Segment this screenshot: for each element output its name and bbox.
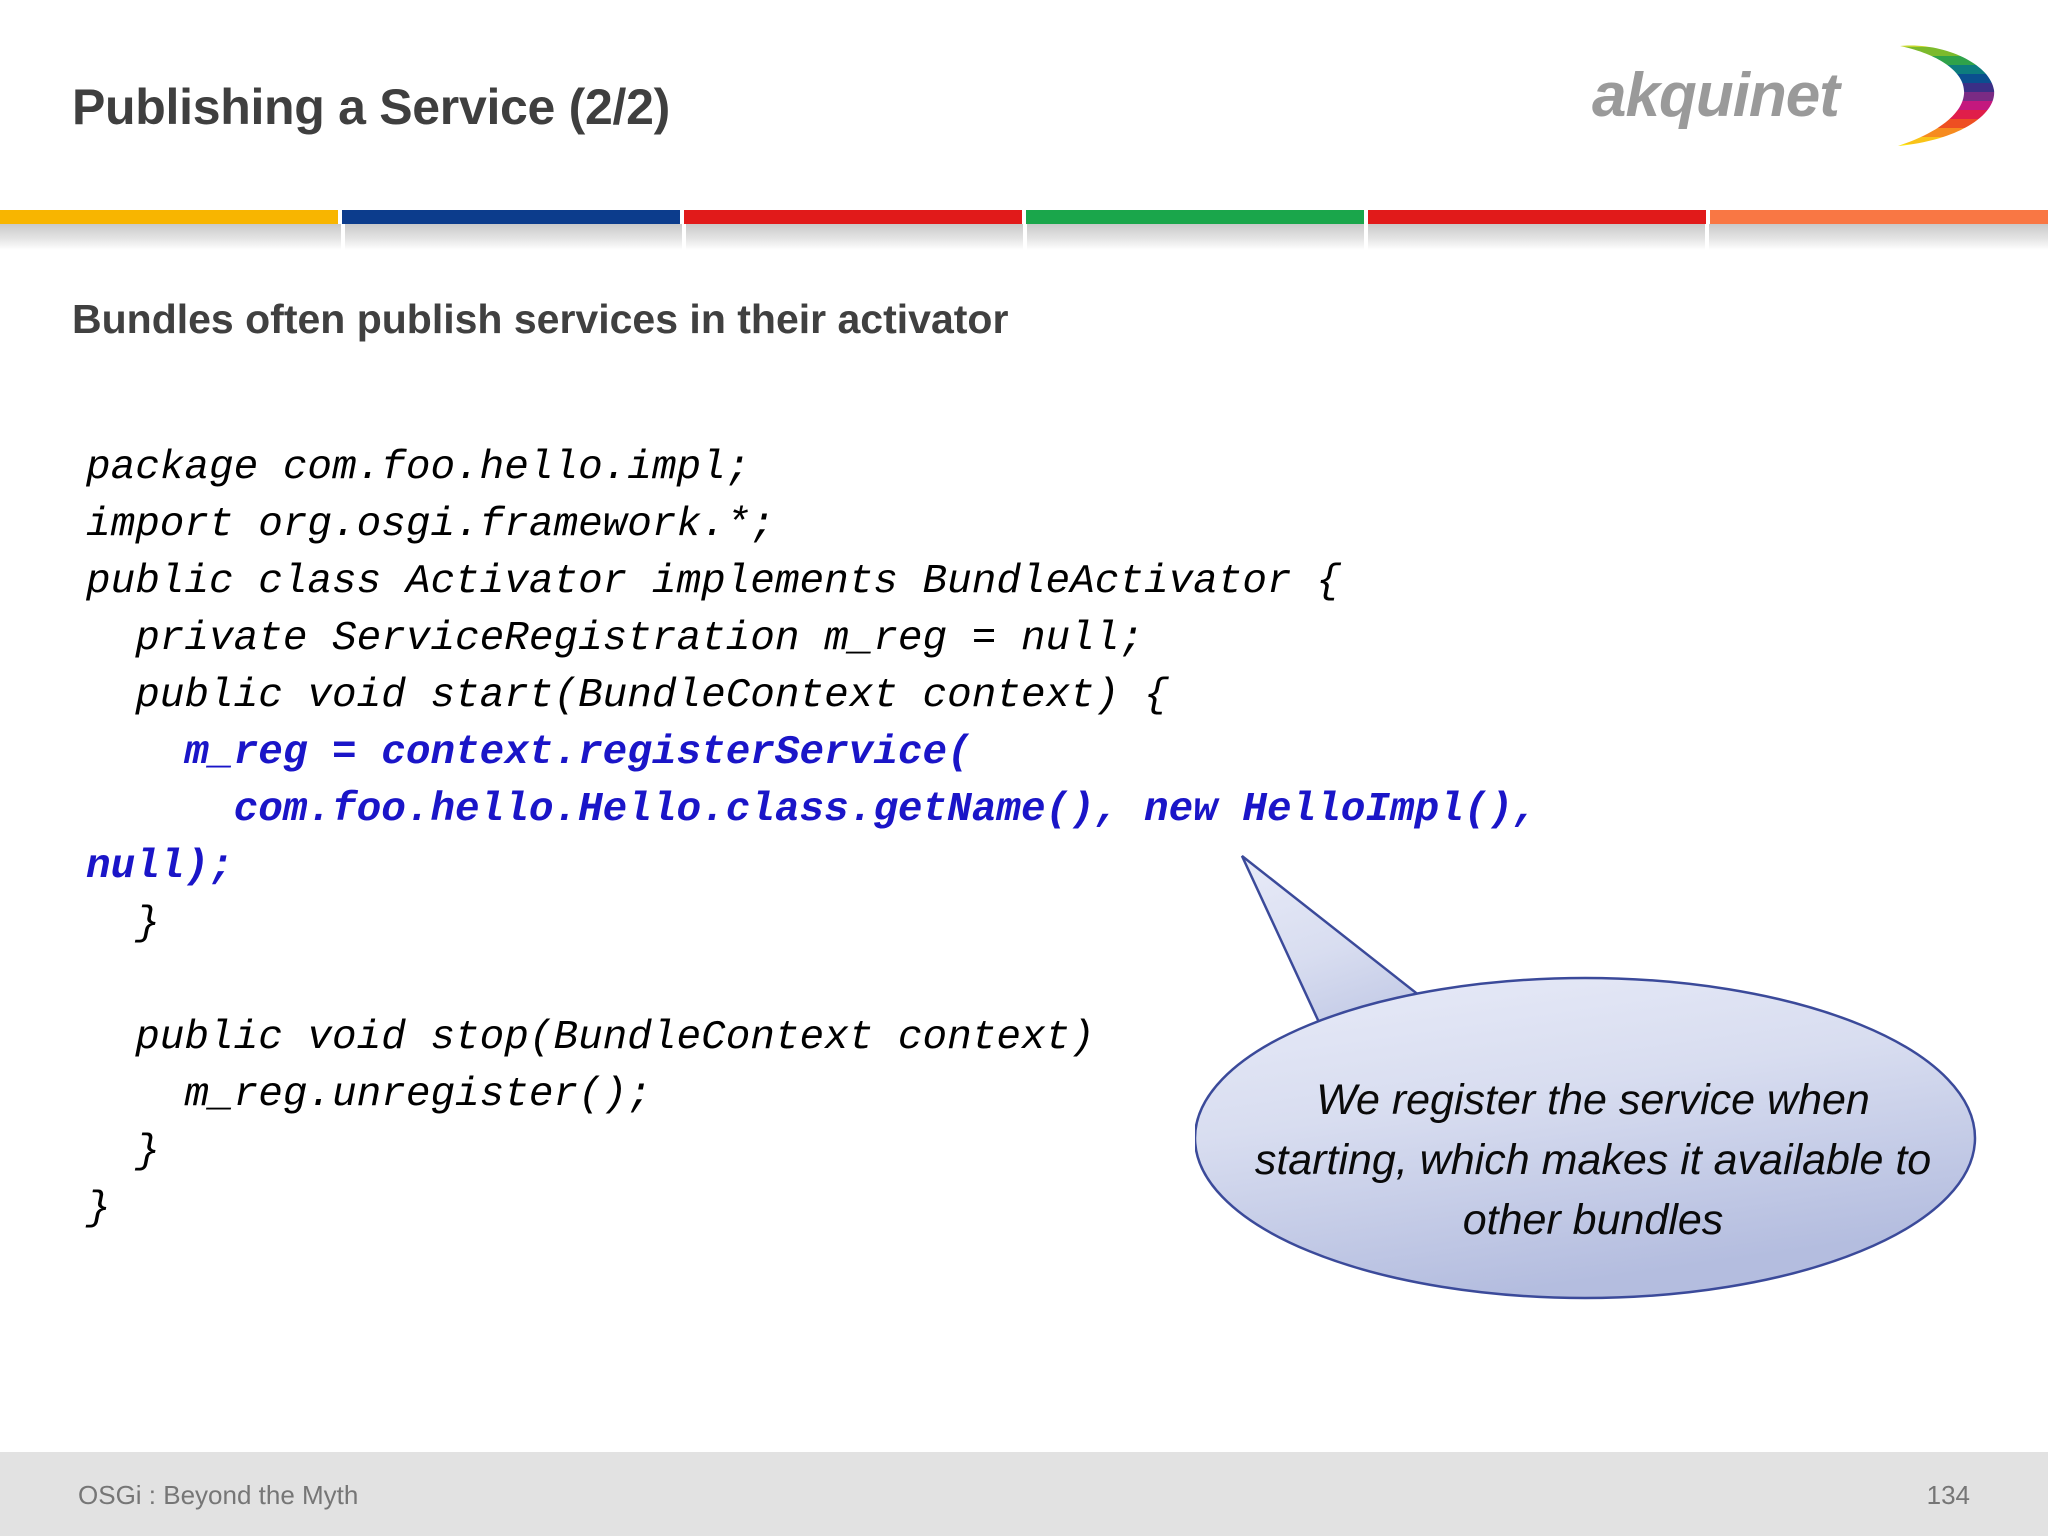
logo-wordmark: akquinet [1592, 61, 1840, 130]
section-subheading: Bundles often publish services in their … [72, 296, 1009, 342]
code-line-highlighted: m_reg = context.registerService( [86, 730, 972, 776]
divider-notch [1023, 224, 1027, 250]
footer-deck-title: OSGi : Beyond the Myth [78, 1480, 359, 1510]
code-line-highlighted: null); [86, 844, 234, 890]
code-line: m_reg.unregister(); [86, 1072, 652, 1118]
code-line: } [86, 1186, 111, 1232]
akquinet-logo: akquinet [1592, 38, 1996, 150]
code-line: public class Activator implements Bundle… [86, 559, 1341, 605]
code-line: import org.osgi.framework.*; [86, 502, 775, 548]
code-line-highlighted: com.foo.hello.Hello.class.getName(), new… [86, 787, 1538, 833]
footer-page-number: 134 [1926, 1480, 1970, 1510]
code-line: } [86, 901, 160, 947]
color-bar-segment-red [684, 210, 1022, 224]
brand-color-bar [0, 210, 2048, 224]
code-line: package com.foo.hello.impl; [86, 445, 751, 491]
code-line: public void stop(BundleContext context) [86, 1015, 1095, 1061]
page-title: Publishing a Service (2/2) [72, 79, 670, 135]
divider-notch [682, 224, 686, 250]
color-bar-segment-green [1026, 210, 1364, 224]
color-bar-segment-blue [342, 210, 680, 224]
slide-header: Publishing a Service (2/2) akquinet [0, 0, 2048, 208]
callout-shape-icon [1195, 855, 1977, 1300]
color-bar-segment-red-2 [1368, 210, 1706, 224]
color-bar-segment-orange [1710, 210, 2048, 224]
callout-bubble: We register the service when starting, w… [1195, 840, 1995, 1330]
slide-footer: OSGi : Beyond the Myth 134 [0, 1452, 2048, 1536]
code-line: public void start(BundleContext context)… [86, 673, 1169, 719]
divider-notch [1364, 224, 1368, 250]
logo-swoosh-icon [1898, 45, 1995, 147]
color-bar-segment-yellow [0, 210, 338, 224]
callout-text: We register the service when starting, w… [1254, 1076, 1932, 1244]
code-line: } [86, 1129, 160, 1175]
callout-ellipse [1195, 976, 1977, 1300]
code-line: private ServiceRegistration m_reg = null… [86, 616, 1144, 662]
divider-notch [341, 224, 345, 250]
divider-notch [1705, 224, 1709, 250]
code-listing: package com.foo.hello.impl; import org.os… [86, 440, 1986, 1238]
